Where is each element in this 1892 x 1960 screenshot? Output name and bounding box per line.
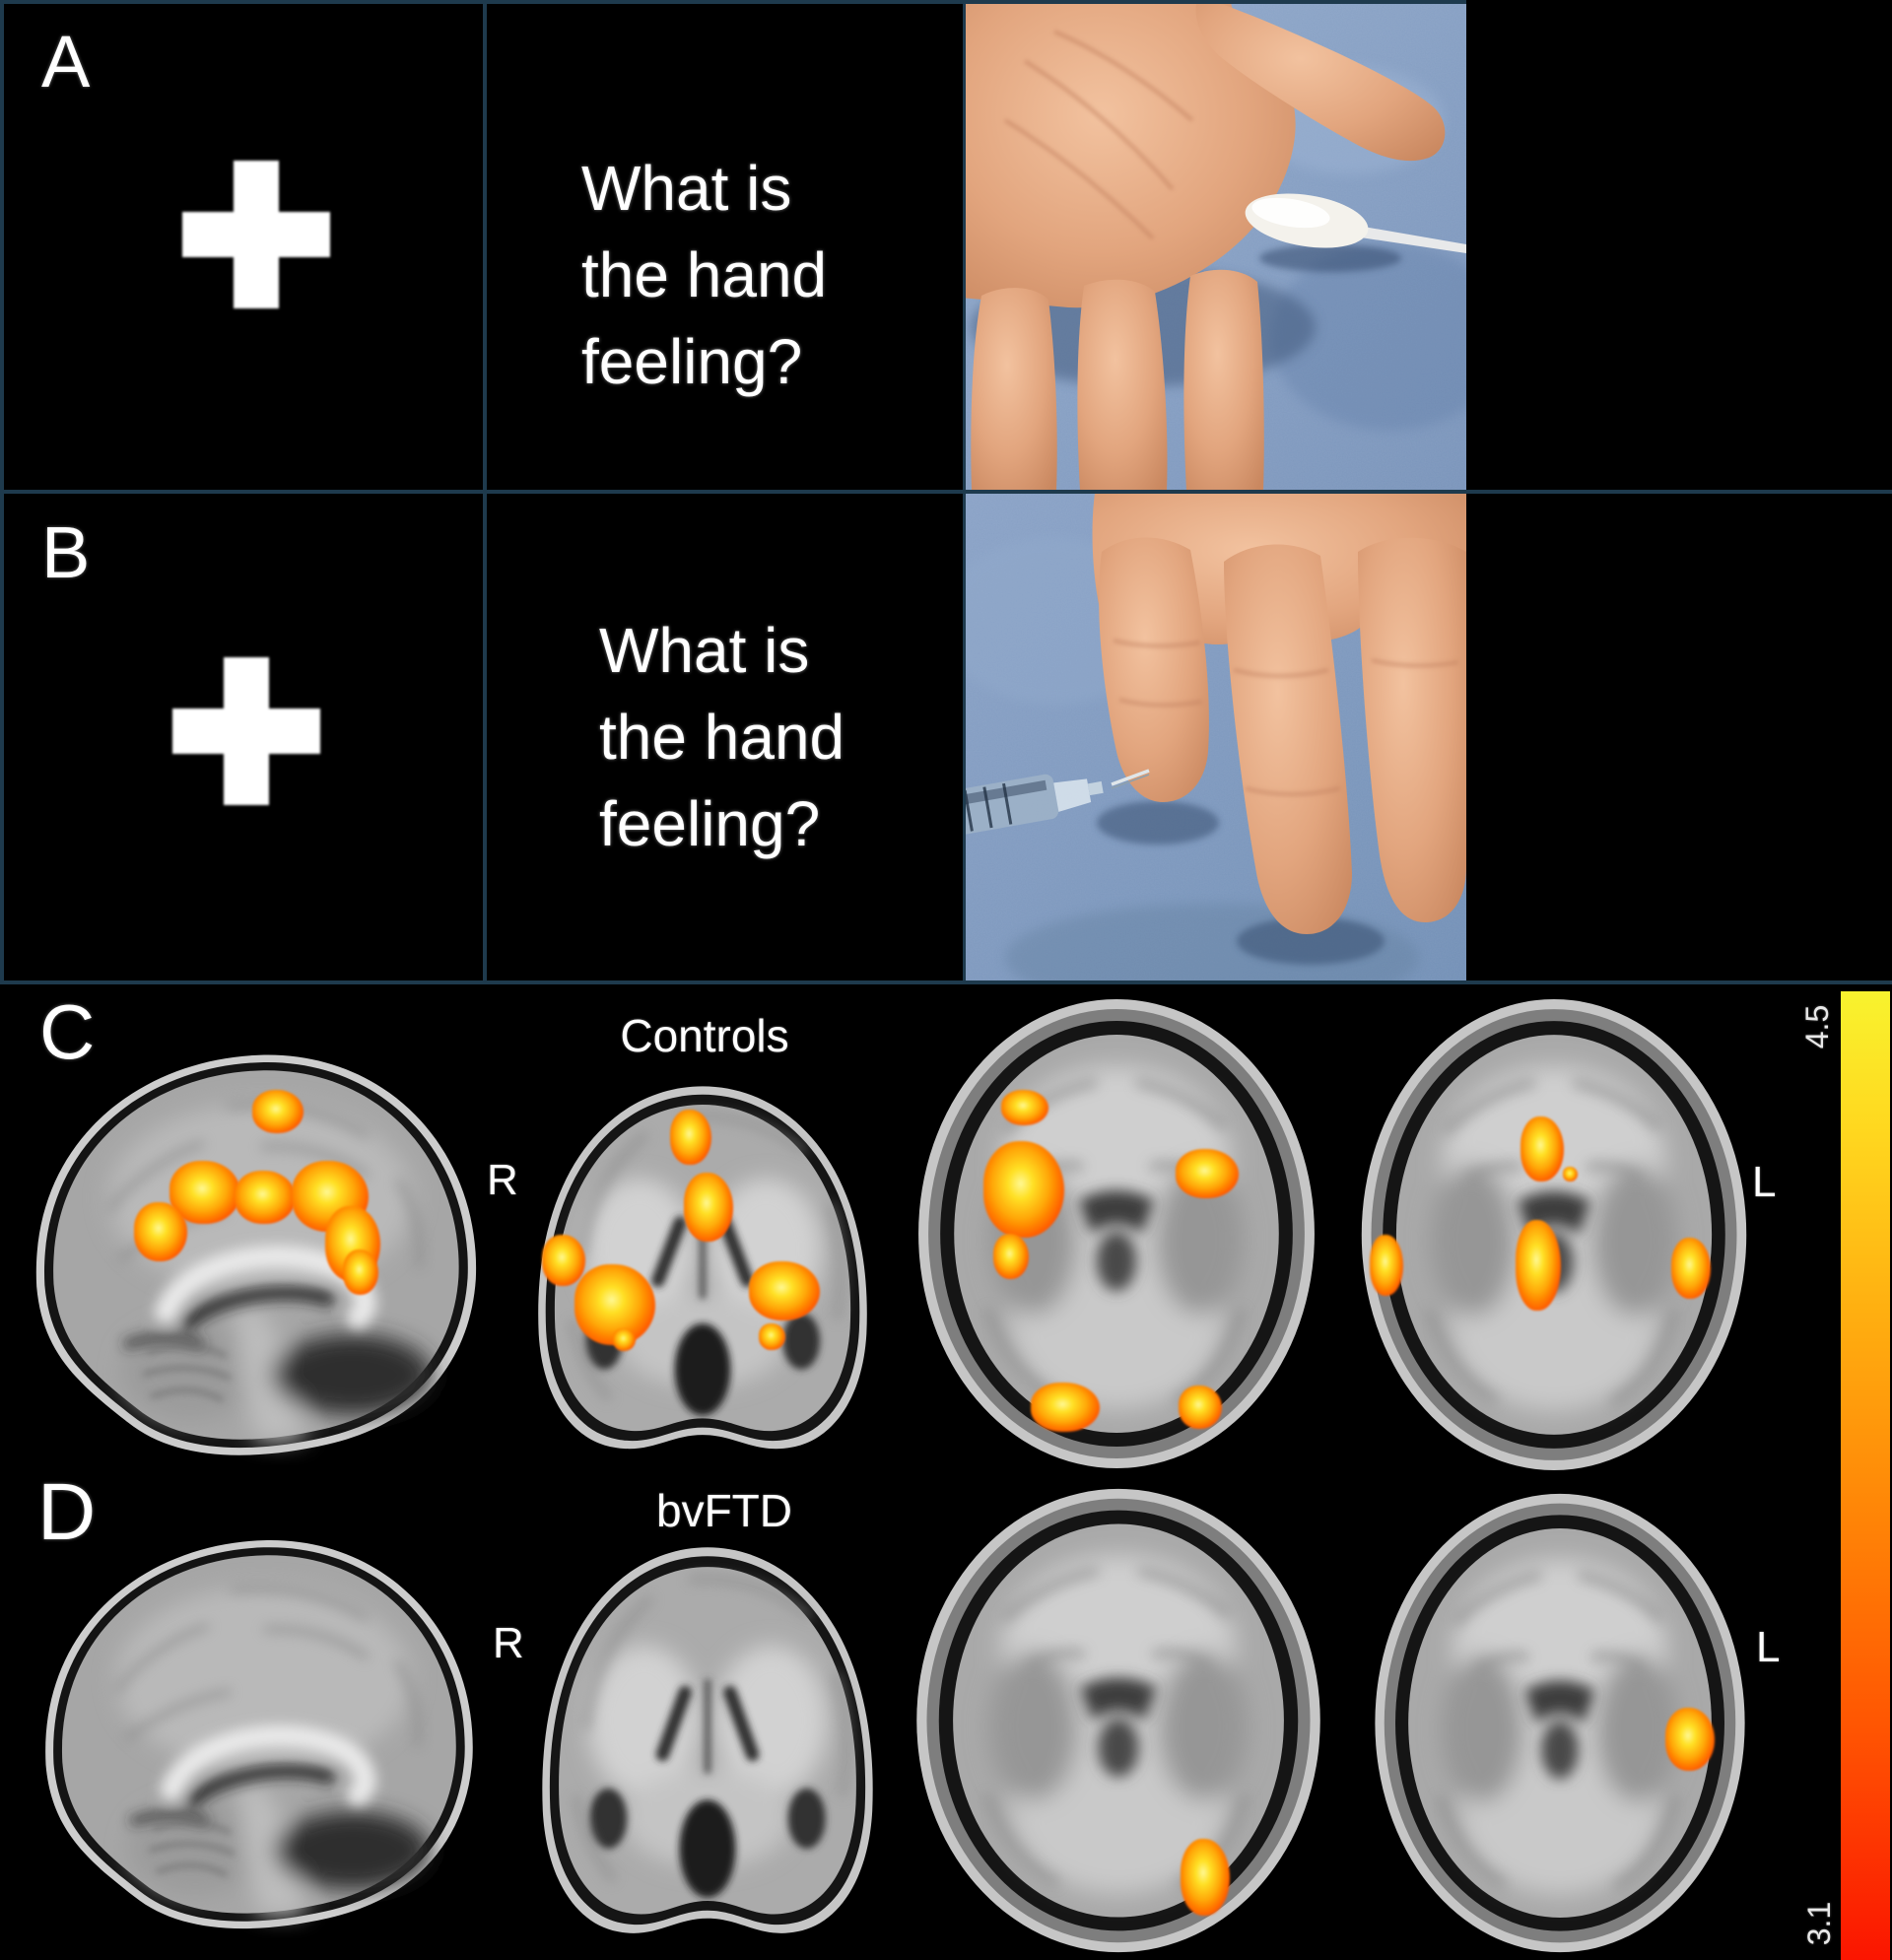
activation-cluster	[343, 1250, 378, 1295]
activation-cluster	[1671, 1238, 1711, 1299]
activation-cluster	[542, 1235, 585, 1286]
activation-cluster	[1181, 1839, 1230, 1916]
orientation-left-label: L	[1756, 1623, 1781, 1671]
activation-cluster	[759, 1323, 785, 1350]
panel-b-label: B	[41, 511, 91, 593]
orientation-right-label: R	[487, 1156, 518, 1204]
question-line: feeling?	[581, 326, 803, 397]
question-line: the hand	[581, 239, 828, 310]
photo-needle-fingertip	[966, 493, 1466, 982]
colorbar-max-label: 4.5	[1798, 1004, 1835, 1049]
activation-cluster	[993, 1234, 1029, 1279]
activation-cluster	[613, 1328, 636, 1351]
activation-cluster	[684, 1173, 733, 1242]
question-line: feeling?	[599, 788, 821, 859]
activation-cluster	[983, 1141, 1064, 1238]
question-line: What is	[581, 153, 792, 224]
orientation-right-label: R	[493, 1619, 524, 1667]
activation-cluster	[1520, 1116, 1564, 1182]
activation-cluster	[1179, 1386, 1222, 1429]
stimulus-question-a: What is the hand feeling?	[581, 145, 827, 405]
panel-c-label: C	[39, 988, 96, 1075]
grid-border	[0, 490, 1892, 494]
stimulus-question-b: What is the hand feeling?	[599, 607, 845, 867]
activation-cluster	[235, 1171, 296, 1224]
photo-swab-palm	[966, 2, 1466, 491]
activation-cluster	[1031, 1383, 1100, 1432]
grid-border	[0, 980, 1892, 984]
bvftd-group-label: bvFTD	[656, 1485, 792, 1536]
activation-cluster	[1176, 1149, 1239, 1198]
question-line: the hand	[599, 702, 845, 773]
brain-sagittal-bvftd	[24, 1522, 495, 1941]
activation-cluster	[749, 1261, 820, 1320]
panel-a-label: A	[41, 21, 91, 102]
t-statistic-colorbar	[1841, 991, 1890, 1960]
activation-cluster	[670, 1110, 711, 1165]
activation-cluster	[1370, 1235, 1403, 1296]
activation-cluster	[252, 1090, 304, 1133]
activation-cluster	[1563, 1167, 1578, 1182]
orientation-left-label: L	[1752, 1158, 1777, 1206]
fixation-cross-icon	[182, 161, 330, 308]
activation-cluster	[1001, 1090, 1048, 1125]
fixation-cross-icon	[172, 657, 320, 805]
brain-axial1-bvftd	[907, 1483, 1330, 1960]
syringe-icon	[966, 774, 1104, 838]
question-line: What is	[599, 615, 810, 686]
grid-border	[0, 0, 1466, 4]
brain-axial1-controls	[909, 993, 1324, 1476]
activation-cluster	[1665, 1708, 1715, 1771]
activation-cluster	[134, 1202, 187, 1261]
colorbar-min-label: 3.1	[1800, 1901, 1837, 1946]
brain-coronal-bvftd	[520, 1532, 895, 1956]
controls-group-label: Controls	[620, 1010, 789, 1061]
panel-d-label: D	[37, 1467, 97, 1557]
activation-cluster	[1516, 1220, 1561, 1311]
